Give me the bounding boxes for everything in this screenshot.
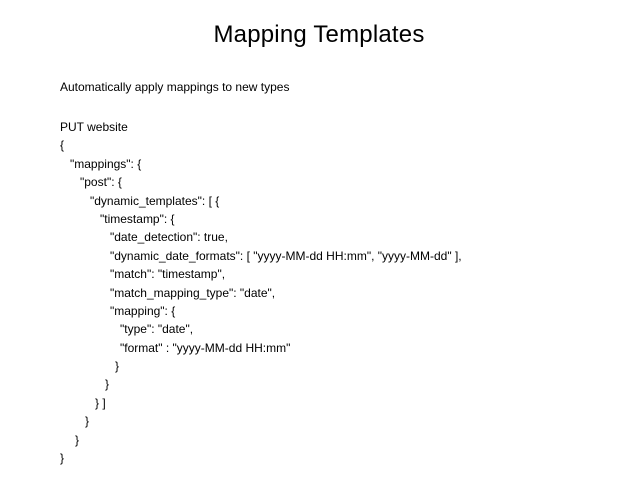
code-line: } bbox=[115, 359, 120, 374]
code-block: PUT website { "mappings": { "post": { "dynam… bbox=[60, 118, 462, 467]
code-line: "mappings": { bbox=[70, 156, 142, 171]
code-line: "post": { bbox=[80, 175, 122, 190]
code-line: "type": "date", bbox=[120, 322, 194, 337]
code-line: "match": "timestamp", bbox=[110, 267, 226, 282]
code-line: } bbox=[60, 451, 65, 466]
code-line: "mapping": { bbox=[110, 303, 176, 318]
code-line: "timestamp": { bbox=[100, 211, 175, 226]
code-line: "dynamic_date_formats": [ "yyyy-MM-dd HH… bbox=[110, 248, 462, 263]
code-line: } ] bbox=[95, 395, 106, 410]
slide-title: Mapping Templates bbox=[213, 21, 425, 48]
code-line: } bbox=[75, 432, 80, 447]
code-line: } bbox=[105, 377, 110, 392]
code-line: { bbox=[60, 138, 65, 153]
code-line: "match_mapping_type": "date", bbox=[110, 285, 276, 300]
code-line: "format" : "yyyy-MM-dd HH:mm" bbox=[120, 340, 291, 355]
slide-subtitle: Automatically apply mappings to new type… bbox=[60, 80, 290, 94]
code-line: } bbox=[85, 414, 90, 429]
code-line: "dynamic_templates": [ { bbox=[90, 193, 220, 208]
code-line: PUT website bbox=[60, 120, 128, 134]
code-line: "date_detection": true, bbox=[110, 230, 228, 245]
